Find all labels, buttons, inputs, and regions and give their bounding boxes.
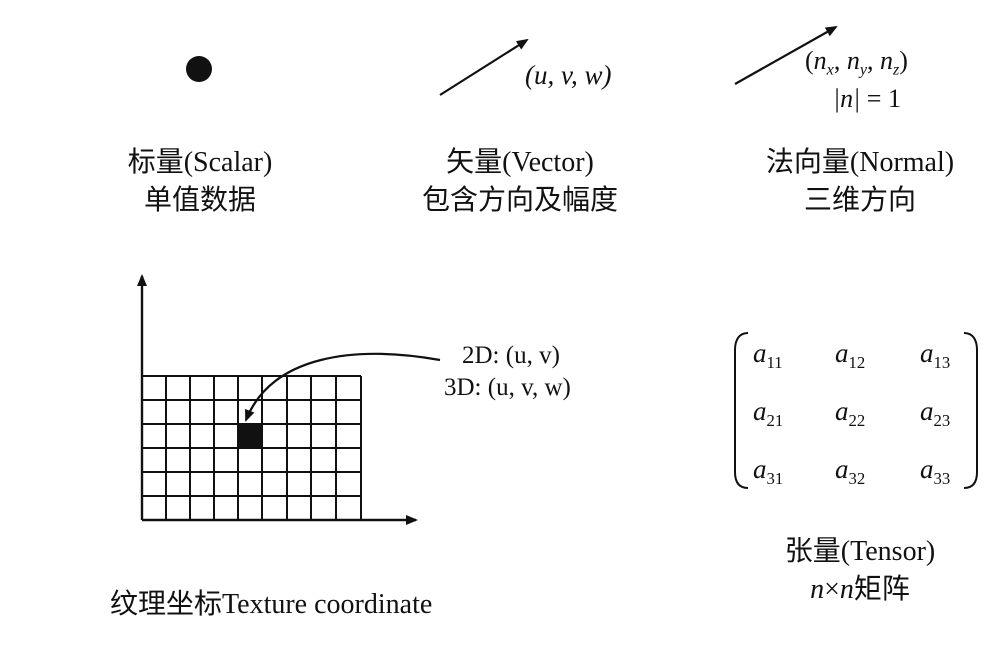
texture-label: 纹理坐标Texture coordinate: [110, 589, 433, 620]
matrix-left-bracket: [734, 332, 749, 489]
vector-arrow: [439, 38, 529, 96]
normal-sub-x: x: [826, 61, 834, 79]
vector-caption: 矢量(Vector) 包含方向及幅度: [400, 146, 640, 218]
matrix-cell-31: a31: [753, 454, 784, 488]
matrix-cell-12: a12: [835, 338, 866, 372]
matrix-cell-22: a22: [835, 396, 866, 430]
scalar-dot: [186, 56, 212, 82]
normal-label: 法向量(Normal): [765, 147, 955, 178]
normal-magnitude-rhs: = 1: [866, 84, 901, 113]
tensor-label: 张量(Tensor): [784, 536, 936, 567]
normal-n-z: n: [879, 46, 893, 75]
normal-components: (nx, ny, nz): [805, 46, 908, 79]
tensor-desc-rest: 矩阵: [853, 574, 910, 605]
vector-desc: 包含方向及幅度: [421, 185, 618, 216]
vector-components: (u, v, w): [525, 60, 612, 90]
normal-magnitude-lhs: |n|: [833, 84, 861, 113]
normal-caption: 法向量(Normal) 三维方向: [730, 146, 990, 218]
matrix-cell-13: a13: [920, 338, 951, 372]
normal-sub-z: z: [892, 61, 900, 79]
scalar-desc: 单值数据: [143, 185, 256, 216]
matrix-cell-32: a32: [835, 454, 866, 488]
normal-open-paren: (: [805, 46, 814, 75]
normal-desc: 三维方向: [803, 185, 916, 216]
matrix-cell-23: a23: [920, 396, 951, 430]
tensor-n-1: n: [810, 574, 825, 605]
texture-annot-2d: 2D: (u, v): [462, 342, 560, 369]
normal-n-y: n: [846, 46, 860, 75]
normal-arrow: [734, 26, 838, 85]
normal-magnitude: |n| = 1: [833, 84, 901, 114]
tensor-caption: 张量(Tensor) n×n矩阵: [740, 535, 980, 607]
matrix-cell-21: a21: [753, 396, 784, 430]
scalar-caption: 标量(Scalar) 单值数据: [105, 146, 295, 218]
vector-label: 矢量(Vector): [446, 147, 594, 178]
texture-selected-cell: [238, 424, 262, 448]
normal-n-x: n: [813, 46, 827, 75]
tensor-times: ×: [824, 574, 840, 605]
normal-close-paren: ): [899, 46, 908, 75]
matrix-cell-33: a33: [920, 454, 951, 488]
texture-annot-3d: 3D: (u, v, w): [444, 374, 571, 401]
tensor-desc: n×n矩阵: [740, 573, 980, 607]
matrix-cell-11: a11: [753, 338, 783, 372]
texture-pointer-arrow: [244, 352, 441, 422]
texture-grid: [142, 375, 362, 520]
normal-sub-y: y: [859, 61, 867, 79]
scalar-label: 标量(Scalar): [127, 147, 273, 178]
tensor-n-2: n: [839, 574, 854, 605]
matrix-right-bracket: [963, 332, 978, 489]
